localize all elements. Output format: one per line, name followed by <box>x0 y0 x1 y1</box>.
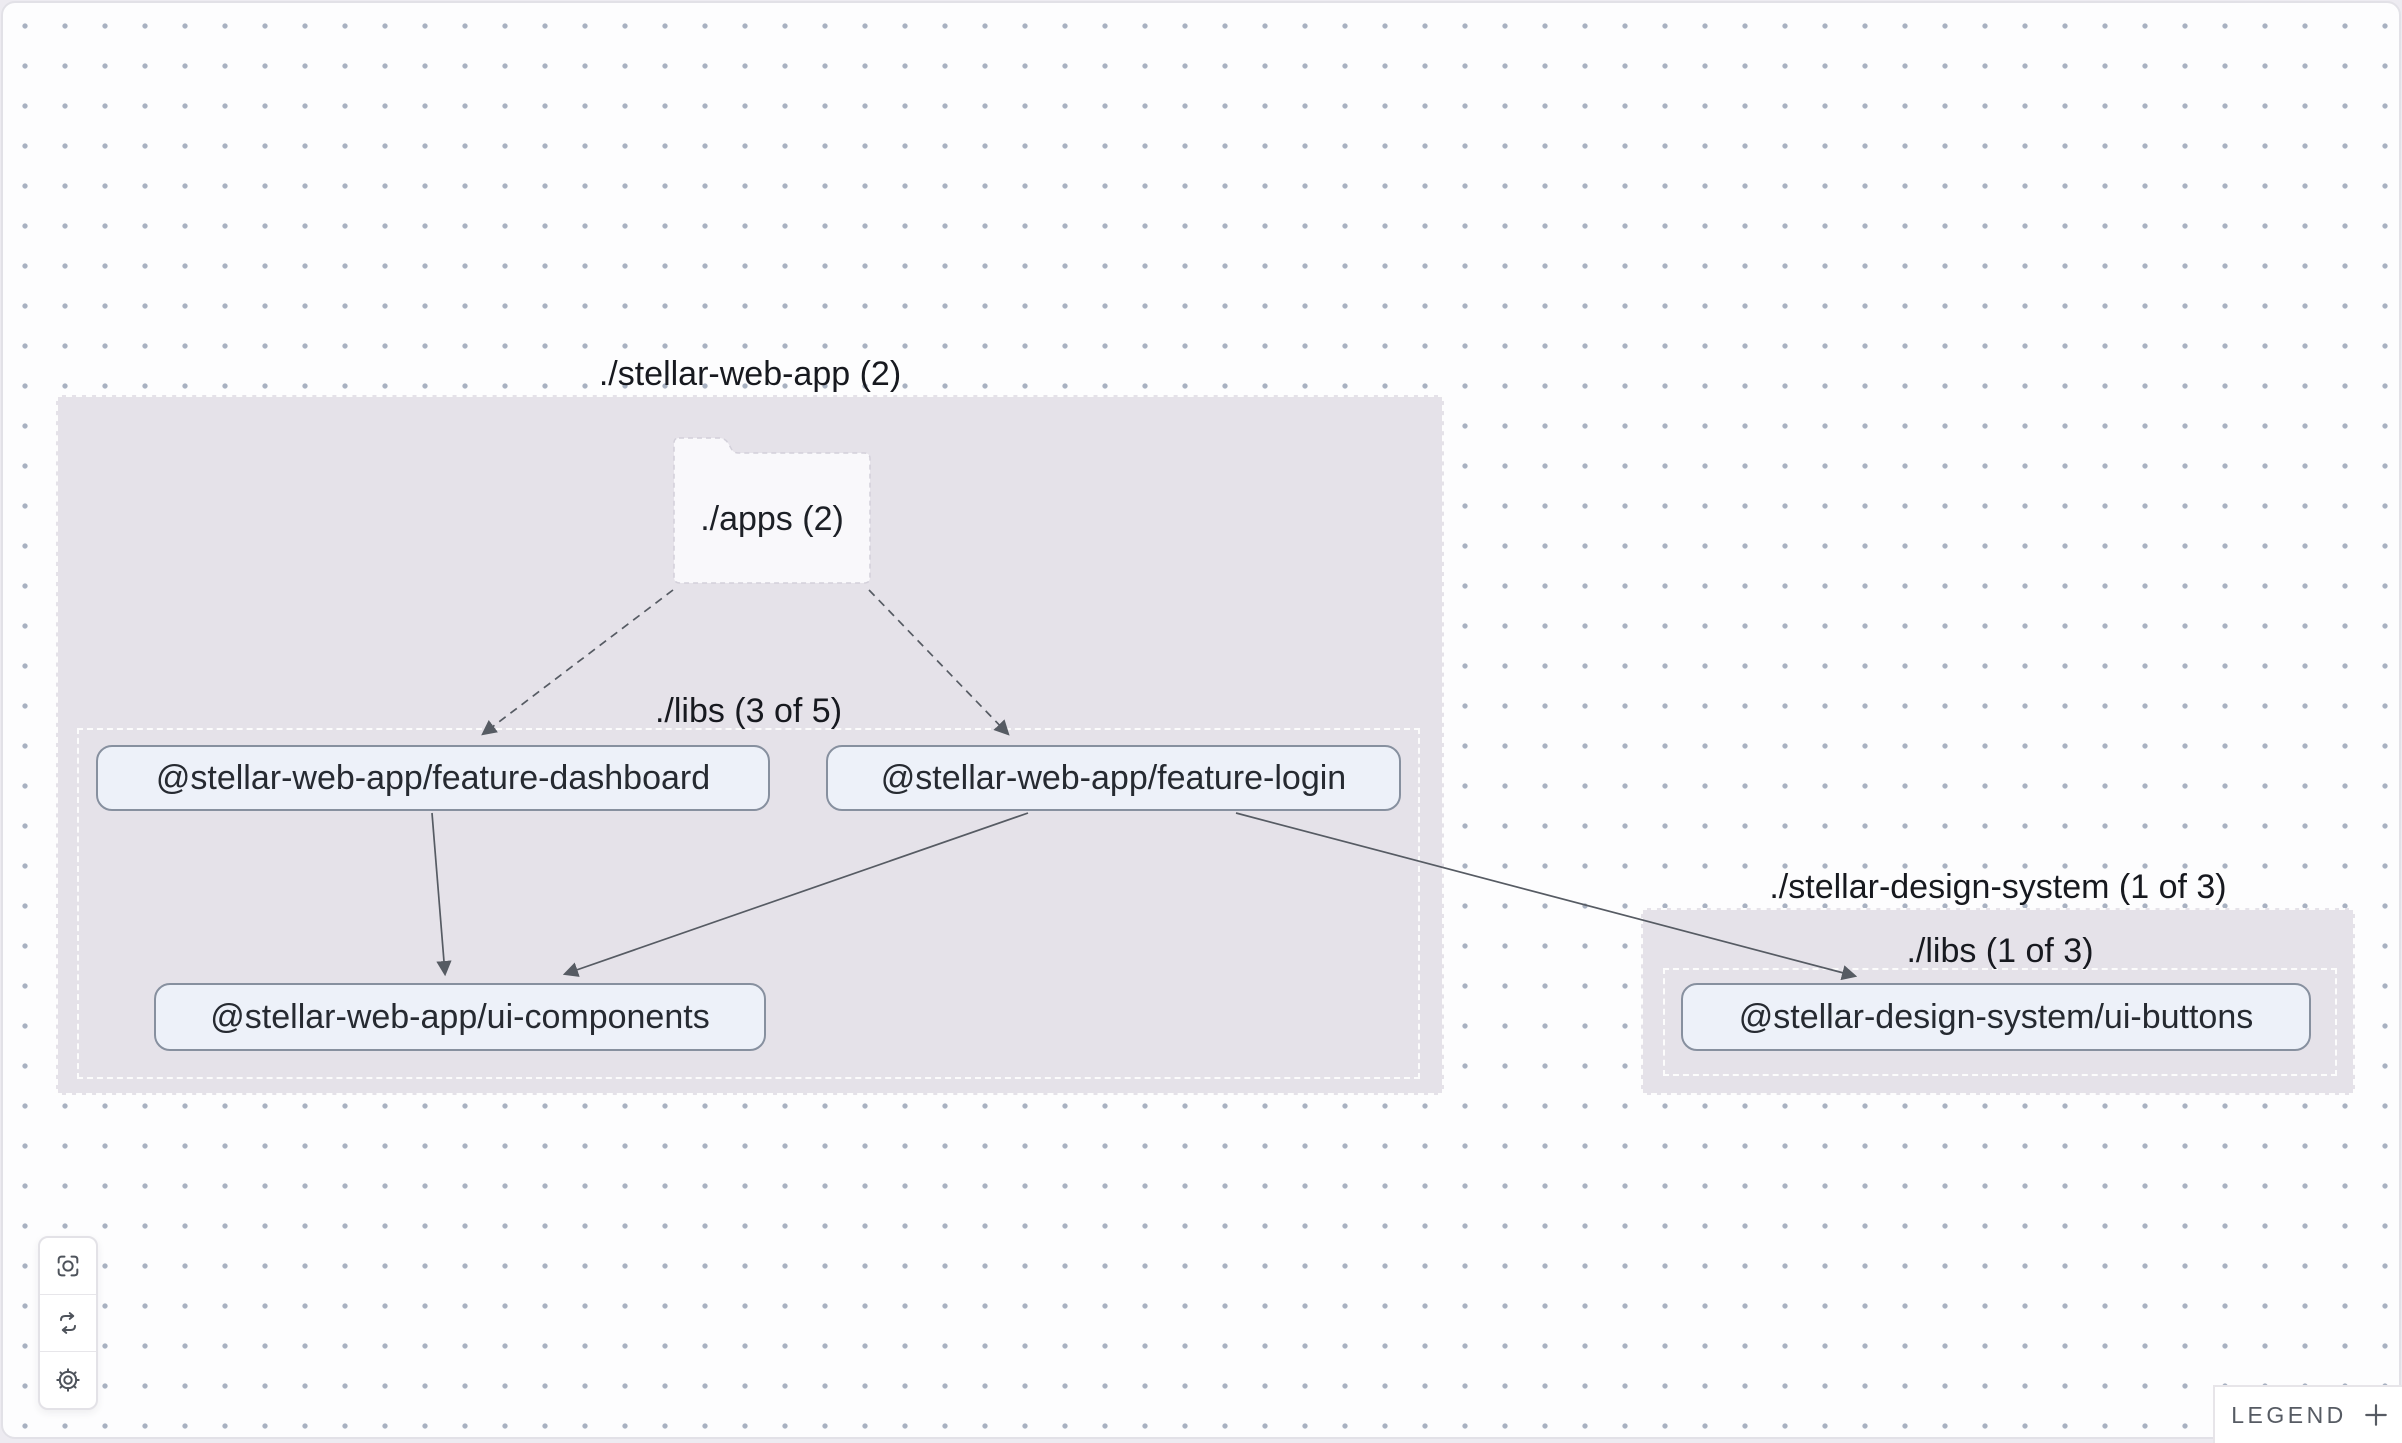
edge-feature-dashboard-to-ui-components[interactable] <box>431 812 452 977</box>
node-label: @stellar-design-system/ui-buttons <box>1738 997 2254 1036</box>
graph-toolbar <box>38 1236 98 1410</box>
dependency-edges <box>431 589 1858 981</box>
node-ui-buttons[interactable]: @stellar-design-system/ui-buttons <box>1681 983 2311 1051</box>
node-feature-login[interactable]: @stellar-web-app/feature-login <box>826 745 1401 811</box>
legend-label: LEGEND <box>2231 1401 2347 1428</box>
subgroup-label-web-app-libs: ./libs (3 of 5) <box>654 692 843 730</box>
settings-button[interactable] <box>40 1351 96 1408</box>
folder-node-apps[interactable]: ./apps (2) <box>671 436 873 586</box>
edge-apps-to-feature-login[interactable] <box>868 589 1010 736</box>
node-label: @stellar-web-app/feature-login <box>880 758 1347 797</box>
gear-icon <box>56 1368 80 1392</box>
legend-toggle[interactable]: LEGEND <box>2213 1385 2402 1443</box>
subgroup-design-system-libs: ./libs (1 of 3) <box>1663 932 2337 1076</box>
node-label: @stellar-web-app/ui-components <box>210 997 710 1036</box>
focus-icon <box>57 1255 79 1277</box>
folder-node-label: ./apps (2) <box>700 500 844 538</box>
edge-feature-login-to-ui-buttons[interactable] <box>1235 812 1858 981</box>
refresh-icon <box>60 1312 76 1334</box>
edge-feature-login-to-ui-components[interactable] <box>562 812 1029 977</box>
group-label-stellar-web-app: ./stellar-web-app (2) <box>598 355 902 393</box>
folder-icon <box>673 437 871 584</box>
subgroup-web-app-libs: ./libs (3 of 5) <box>77 692 1420 1079</box>
node-label: @stellar-web-app/feature-dashboard <box>155 758 711 797</box>
focus-button[interactable] <box>40 1238 96 1294</box>
refresh-button[interactable] <box>40 1294 96 1351</box>
group-label-stellar-design-system: ./stellar-design-system (1 of 3) <box>1769 868 2227 906</box>
subgroup-label-design-system-libs: ./libs (1 of 3) <box>1906 932 2094 970</box>
node-feature-dashboard[interactable]: @stellar-web-app/feature-dashboard <box>96 745 770 811</box>
plus-icon <box>2364 1404 2387 1426</box>
edge-apps-to-feature-dashboard[interactable] <box>481 589 674 736</box>
node-ui-components[interactable]: @stellar-web-app/ui-components <box>154 983 766 1051</box>
